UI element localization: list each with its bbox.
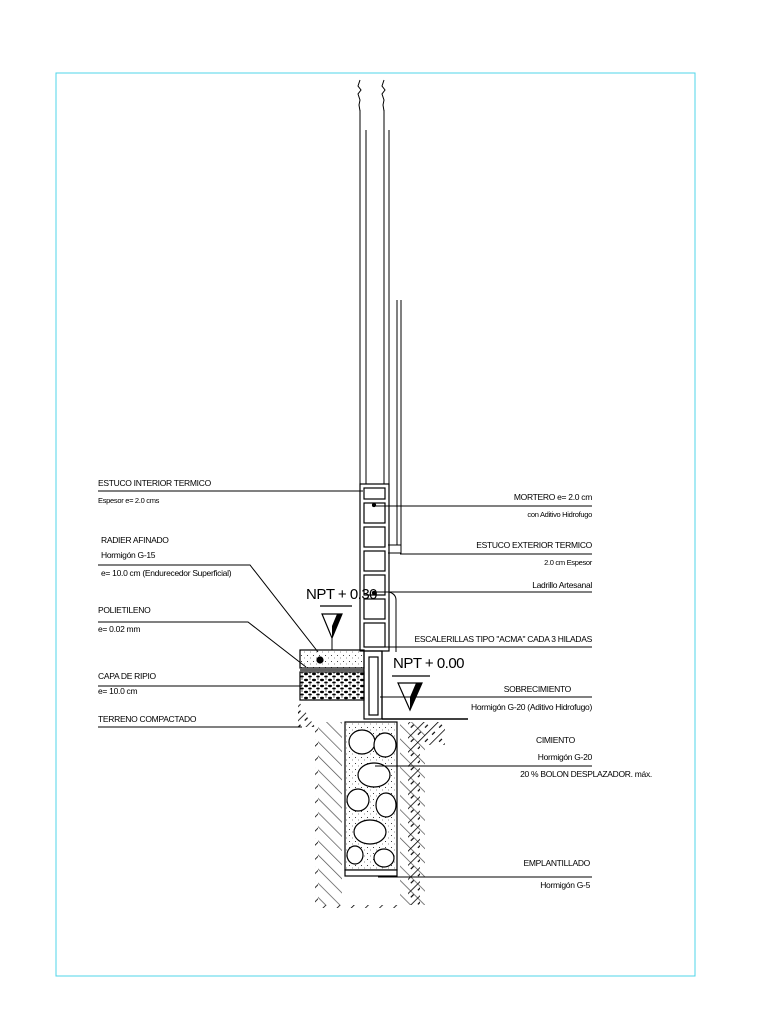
npt-000-label: NPT + 0.00 bbox=[393, 655, 464, 672]
label-emplantillado-spec: Hormigón G-5 bbox=[540, 880, 590, 890]
right-leader-lines bbox=[372, 505, 592, 878]
npt-030-marker bbox=[320, 605, 352, 650]
label-sobrecimiento-title: SOBRECIMIENTO bbox=[504, 684, 572, 694]
label-cimiento-concrete: Hormigón G-20 bbox=[538, 752, 593, 762]
sobrecimiento bbox=[363, 650, 383, 720]
label-terreno: TERRENO COMPACTADO bbox=[98, 714, 197, 724]
cimiento-foundation bbox=[344, 721, 398, 877]
label-radier-title: RADIER AFINADO bbox=[101, 535, 169, 545]
label-estuco-interior-title: ESTUCO INTERIOR TERMICO bbox=[98, 478, 212, 488]
label-escalerillas: ESCALERILLAS TIPO "ACMA" CADA 3 HILADAS bbox=[415, 634, 593, 644]
earth-fill bbox=[298, 700, 445, 908]
brick-wall bbox=[359, 483, 390, 652]
left-leader-lines bbox=[98, 490, 363, 728]
label-ripio-title: CAPA DE RIPIO bbox=[98, 671, 157, 681]
label-ripio-spec: e= 10.0 cm bbox=[98, 686, 138, 696]
label-mortero-title: MORTERO e= 2.0 cm bbox=[514, 492, 592, 502]
upper-wall-lines bbox=[357, 79, 402, 554]
sheet-frame bbox=[55, 72, 696, 977]
npt-030-label: NPT + 0.30 bbox=[306, 586, 377, 603]
label-mortero-spec: con Aditivo Hidrofugo bbox=[527, 510, 592, 519]
label-cimiento-title: CIMIENTO bbox=[536, 735, 576, 745]
floor-slab bbox=[299, 649, 365, 701]
label-estuco-exterior-spec: 2.0 cm Espesor bbox=[544, 558, 593, 567]
label-estuco-interior-spec: Espesor e= 2.0 cms bbox=[98, 496, 160, 505]
label-emplantillado-title: EMPLANTILLADO bbox=[524, 858, 591, 868]
label-radier-thickness: e= 10.0 cm (Endurecedor Superficial) bbox=[101, 568, 232, 578]
label-cimiento-bolon: 20 % BOLON DESPLAZADOR. máx. bbox=[520, 769, 652, 779]
label-radier-concrete: Hormigón G-15 bbox=[101, 550, 156, 560]
label-estuco-exterior-title: ESTUCO EXTERIOR TERMICO bbox=[476, 540, 592, 550]
npt-000-marker bbox=[392, 675, 430, 712]
label-polietileno-title: POLIETILENO bbox=[98, 605, 151, 615]
label-ladrillo: Ladrillo Artesanal bbox=[532, 580, 592, 590]
label-sobrecimiento-spec: Hormigón G-20 (Aditivo Hidrofugo) bbox=[471, 702, 592, 712]
exterior-plaster-step bbox=[388, 591, 397, 652]
label-polietileno-spec: e= 0.02 mm bbox=[98, 624, 140, 634]
